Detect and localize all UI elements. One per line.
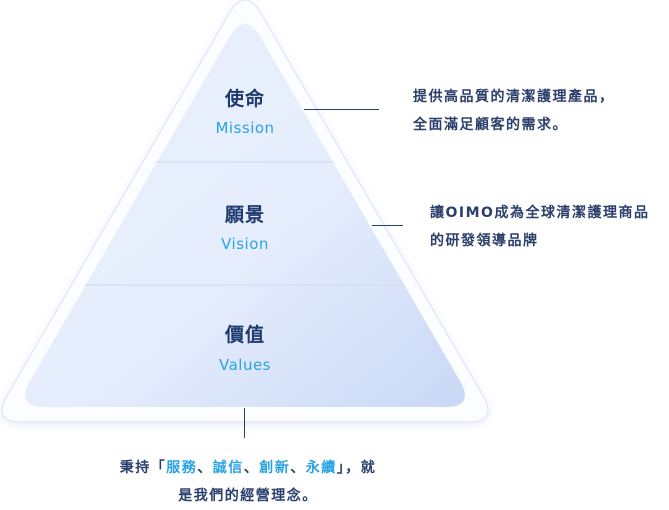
value-sustainability: 永續 bbox=[305, 460, 337, 476]
mission-subtitle: Mission bbox=[215, 119, 275, 137]
values-description-line: 是我們的經營理念。 bbox=[178, 488, 318, 504]
mission-description: 提供高品質的清潔護理產品， 全面滿足顧客的需求。 bbox=[413, 83, 615, 139]
values-title: 價值 bbox=[224, 324, 266, 346]
separator: 、 bbox=[290, 460, 306, 476]
values-suffix: 」，就 bbox=[336, 460, 377, 476]
value-integrity: 誠信 bbox=[212, 460, 244, 476]
vision-description-line: 讓OIMO成為全球清潔護理商品 bbox=[430, 205, 650, 221]
value-service: 服務 bbox=[166, 460, 198, 476]
values-description-line: 秉持「服務、誠信、創新、永續」，就 bbox=[120, 454, 377, 482]
separator: 、 bbox=[243, 460, 260, 476]
pyramid-inner bbox=[25, 24, 465, 407]
vision-title: 願景 bbox=[224, 204, 266, 226]
values-subtitle: Values bbox=[218, 356, 272, 374]
values-prefix: 秉持「 bbox=[119, 460, 167, 476]
values-connector-line bbox=[244, 408, 245, 438]
values-description: 秉持「服務、誠信、創新、永續」，就 是我們的經營理念。 bbox=[120, 454, 377, 510]
separator: 、 bbox=[197, 460, 213, 476]
mission-title: 使命 bbox=[224, 88, 266, 110]
vision-description-line: 的研發領導品牌 bbox=[430, 233, 539, 249]
vision-subtitle: Vision bbox=[221, 235, 269, 253]
vision-description: 讓OIMO成為全球清潔護理商品 的研發領導品牌 bbox=[430, 199, 649, 255]
vision-connector-line bbox=[372, 225, 403, 226]
mission-description-line: 全面滿足顧客的需求。 bbox=[413, 117, 568, 133]
mission-connector-line bbox=[304, 109, 379, 110]
value-innovation: 創新 bbox=[259, 460, 291, 476]
mission-description-line: 提供高品質的清潔護理產品， bbox=[413, 89, 615, 105]
